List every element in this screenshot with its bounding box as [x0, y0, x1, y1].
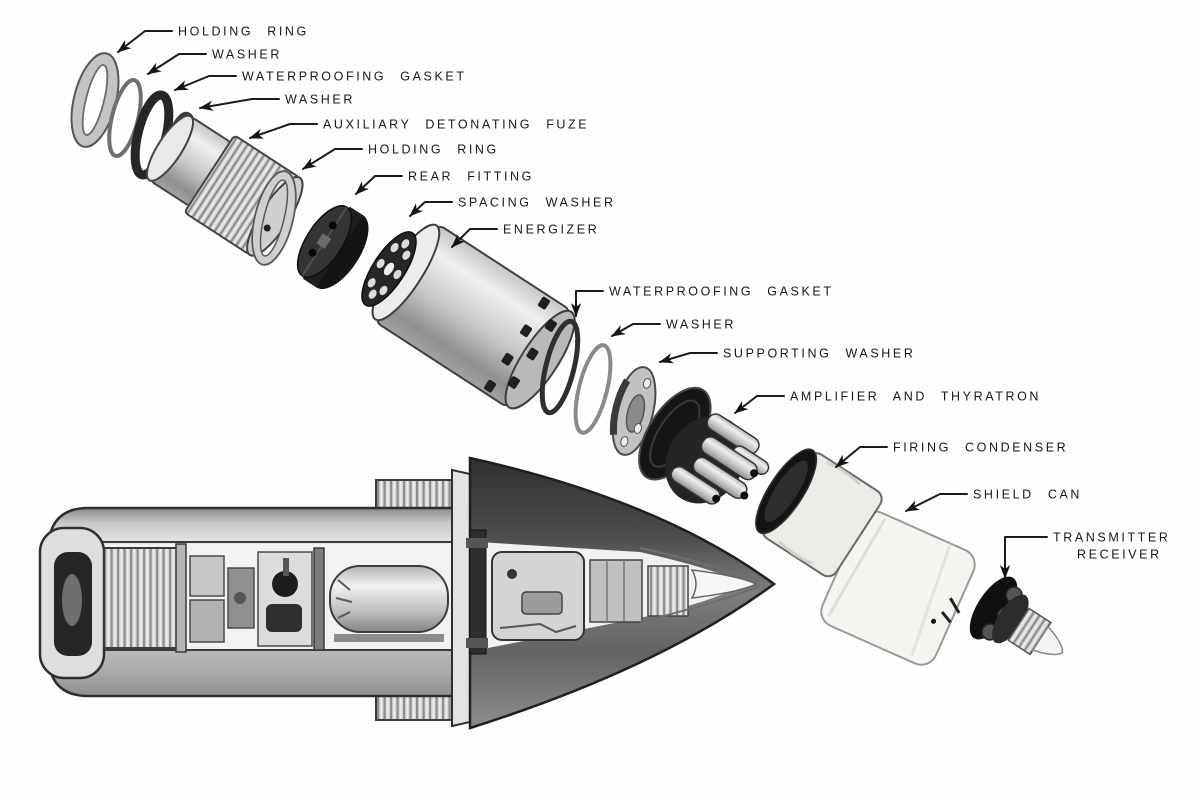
- part-label-amplifier-and-thyratron: AMPLIFIER AND THYRATRON: [790, 390, 1041, 404]
- part-label-washer-1: WASHER: [212, 48, 282, 62]
- part-label-washer-2: WASHER: [285, 93, 355, 107]
- part-label-auxiliary-detonating-fuze: AUXILIARY DETONATING FUZE: [323, 118, 589, 132]
- leader-line-spacing-washer: [409, 201, 453, 217]
- amplifier-and-thyratron-part: [638, 386, 770, 505]
- part-label-holding-ring-1: HOLDING RING: [178, 25, 309, 39]
- body-booster-charge: [329, 565, 449, 642]
- cone-mounting-flange: [469, 529, 487, 655]
- nose-cone-cutaway: [451, 456, 777, 730]
- energizer-part: [371, 223, 576, 410]
- leader-line-energizer: [451, 228, 498, 248]
- part-label-waterproofing-gasket-1: WATERPROOFING GASKET: [242, 70, 467, 84]
- leader-line-shield-can: [905, 493, 968, 512]
- exploded-components: [70, 52, 1064, 666]
- energizer-contact-studs: [484, 296, 557, 393]
- spacing-washer-part: [361, 231, 417, 307]
- body-internal-threaded-fuze: [103, 543, 187, 653]
- shield-can-part: [820, 510, 976, 666]
- body-rear-cap: [38, 526, 106, 680]
- leader-line-rear-fitting: [355, 175, 403, 195]
- holding-ring-2-part: [251, 170, 297, 266]
- leader-line-transmitter-receiver: [999, 536, 1048, 579]
- part-label-holding-ring-2: HOLDING RING: [368, 143, 499, 157]
- part-label-spacing-washer: SPACING WASHER: [458, 196, 616, 210]
- leader-line-supporting-washer: [659, 352, 718, 364]
- transmitter-receiver-part: [969, 576, 1064, 656]
- washer-3-part: [573, 343, 613, 435]
- firing-condenser-part: [755, 448, 883, 578]
- body-internal-mechanism: [189, 555, 255, 643]
- body-internal-detonator: [257, 551, 313, 647]
- transmitter-nose-tip: [1031, 625, 1064, 656]
- leader-line-firing-condenser: [835, 446, 888, 468]
- part-label-energizer: ENERGIZER: [503, 223, 599, 237]
- assembled-fuze-cross-section: [38, 479, 458, 721]
- body-divider-plate: [313, 547, 325, 651]
- leader-line-holding-ring-1: [117, 30, 173, 53]
- waterproofing-gasket-2-part: [539, 318, 581, 416]
- leader-line-washer-1: [147, 53, 207, 75]
- part-label-firing-condenser: FIRING CONDENSER: [893, 441, 1068, 455]
- leader-line-washer-3: [611, 323, 661, 337]
- leader-line-auxiliary-detonating-fuze: [249, 123, 318, 139]
- shield-can-connector: [940, 597, 961, 624]
- cone-internal-electronics: [491, 551, 689, 641]
- leader-line-waterproofing-gasket-2: [570, 290, 604, 317]
- labels-layer: HOLDING RING WASHER WATERPROOFING GASKET WA…: [117, 25, 1171, 579]
- cone-base-ring: [451, 468, 471, 728]
- leader-line-washer-2: [199, 98, 280, 111]
- part-label-waterproofing-gasket-2: WATERPROOFING GASKET: [609, 285, 834, 299]
- rear-fitting-part: [296, 205, 369, 290]
- vacuum-tubes: [670, 413, 770, 505]
- part-label-washer-3: WASHER: [666, 318, 736, 332]
- cone-nose-cavity: [690, 569, 758, 599]
- part-label-supporting-washer: SUPPORTING WASHER: [723, 347, 916, 361]
- leader-line-holding-ring-2: [302, 148, 363, 170]
- part-label-shield-can: SHIELD CAN: [973, 488, 1082, 502]
- part-label-rear-fitting: REAR FITTING: [408, 170, 534, 184]
- leader-line-waterproofing-gasket-1: [174, 75, 237, 91]
- leader-line-amplifier-and-thyratron: [734, 395, 785, 414]
